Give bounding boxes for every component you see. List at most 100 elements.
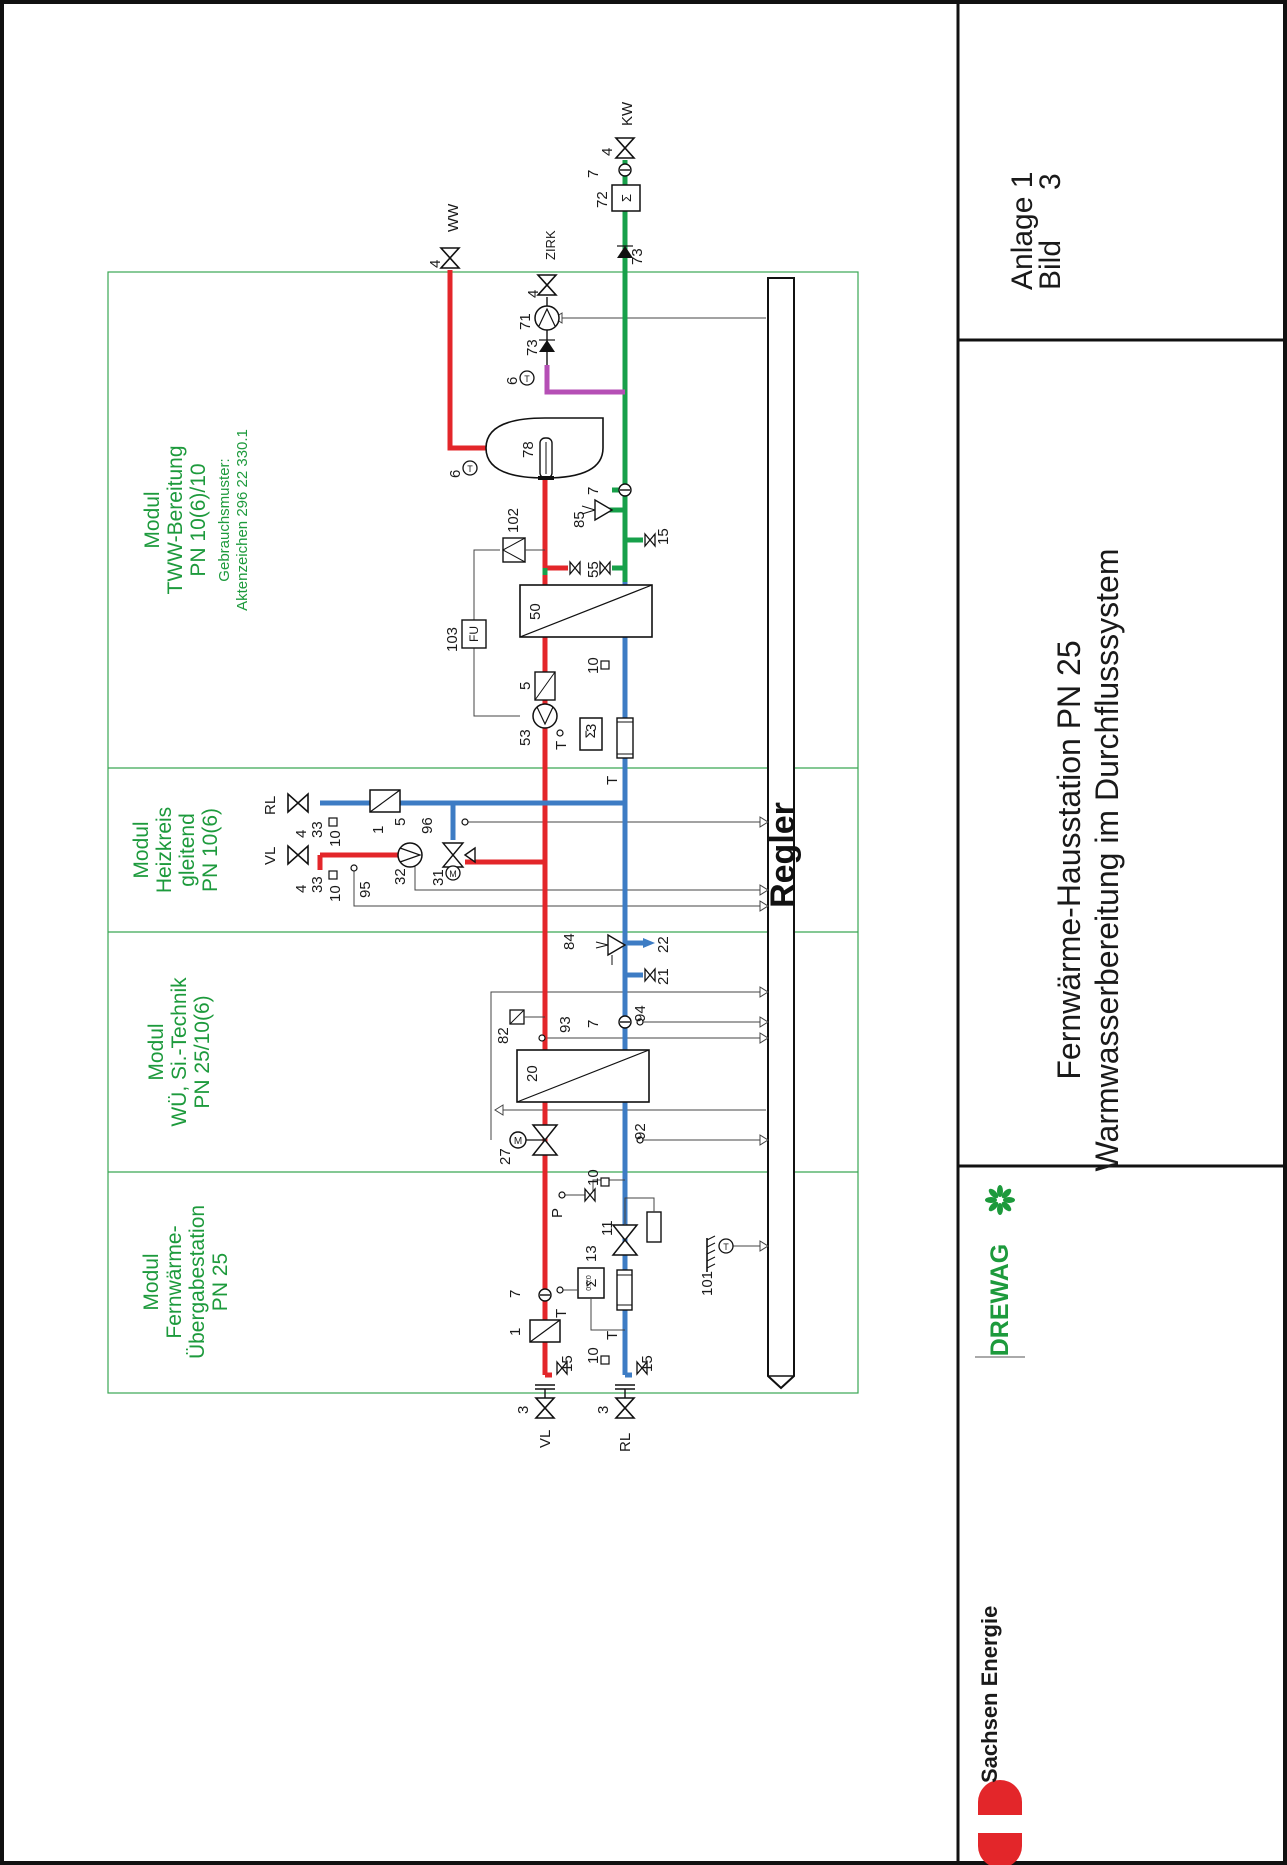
label-95: 95 xyxy=(357,881,374,898)
label-5b: 5 xyxy=(517,682,534,690)
outlet-arrow-22 xyxy=(643,938,655,948)
svg-text:Sachsen Energie: Sachsen Energie xyxy=(977,1606,1002,1783)
label-4a: 4 xyxy=(293,885,310,893)
main-title: Fernwärme-Hausstation PN 25 xyxy=(1051,640,1087,1079)
module-label-fernwaerme: Modul Fernwärme- Übergabestation PN 25 xyxy=(140,1205,232,1359)
label-5a: 5 xyxy=(392,818,409,826)
svg-text:T: T xyxy=(467,464,473,474)
gauge-7b xyxy=(618,1015,632,1029)
label-6a: 6 xyxy=(447,470,464,478)
label-94: 94 xyxy=(632,1005,649,1022)
label-55: 55 xyxy=(585,561,602,578)
svg-text:PN 25: PN 25 xyxy=(209,1253,232,1311)
svg-text:0.0.0: 0.0.0 xyxy=(586,1275,593,1291)
label-pv: P xyxy=(549,1208,566,1218)
drain-valve-21 xyxy=(644,968,656,982)
drewag-sun-icon xyxy=(985,1185,1015,1215)
signal-lines xyxy=(353,317,766,1247)
vent-10-tww xyxy=(600,660,610,670)
label-7b: 7 xyxy=(585,1020,602,1028)
module-label-wue: Modul WÜ, Si.-Technik PN 25/10(6) xyxy=(145,977,214,1127)
gauge-7d xyxy=(618,163,632,177)
label-tr: T xyxy=(604,1331,621,1340)
label-13: 13 xyxy=(583,1245,600,1262)
label-78: 78 xyxy=(520,441,537,458)
label-22: 22 xyxy=(655,936,672,953)
svg-text:Fernwärme-: Fernwärme- xyxy=(163,1225,186,1338)
valve-55 xyxy=(569,561,581,575)
vent-10-lower xyxy=(600,1355,610,1365)
svg-text:DREWAG: DREWAG xyxy=(986,1244,1014,1357)
plate-bild-number: 3 xyxy=(1034,173,1067,190)
module-frame xyxy=(107,271,859,1394)
label-32: 32 xyxy=(392,868,409,885)
strainer-1 xyxy=(529,1319,561,1343)
svg-text:Übergabestation: Übergabestation xyxy=(186,1205,209,1359)
label-zirk: ZIRK xyxy=(543,230,558,260)
vent-10b xyxy=(328,817,338,827)
label-50: 50 xyxy=(527,603,544,620)
label-11: 11 xyxy=(599,1220,616,1236)
svg-text:T: T xyxy=(723,1242,729,1252)
sensor-points xyxy=(350,729,644,1294)
sachsen-energie-mark-icon xyxy=(978,1780,1022,1865)
svg-text:Aktenzeichen 296 22 330.1: Aktenzeichen 296 22 330.1 xyxy=(234,429,251,611)
label-10e: 10 xyxy=(585,657,602,674)
sub-title: Warmwasserbereitung im Durchflusssystem xyxy=(1089,549,1125,1172)
label-73a: 73 xyxy=(524,339,541,356)
label-kw: KW xyxy=(619,101,636,126)
label-ww: WW xyxy=(445,203,462,232)
label-1a: 1 xyxy=(507,1328,524,1336)
label-20: 20 xyxy=(524,1065,541,1082)
label-15a: 15 xyxy=(559,1355,576,1372)
module-label-tww: Modul TWW-Bereitung PN 10(6)/10 Gebrauch… xyxy=(141,429,251,611)
label-4c: 4 xyxy=(525,290,542,298)
label-tv: T xyxy=(553,1309,570,1318)
label-27: 27 xyxy=(497,1148,514,1165)
storage-tank-78 xyxy=(485,417,604,480)
label-21: 21 xyxy=(655,968,672,985)
safety-valve-84 xyxy=(595,933,627,965)
label-10b: 10 xyxy=(585,1169,602,1186)
kw-valve xyxy=(615,137,635,159)
svg-text:T: T xyxy=(524,374,530,384)
tww-pump-53 xyxy=(532,703,558,729)
shutoff-valve-rl xyxy=(615,1397,635,1419)
svg-text:PN 10(6): PN 10(6) xyxy=(199,808,222,892)
label-10a: 10 xyxy=(585,1347,602,1364)
label-1b: 1 xyxy=(370,826,387,834)
label-rl-heizkreis: RL xyxy=(262,796,279,815)
label-vl: VL xyxy=(537,1430,554,1448)
svg-text:Modul: Modul xyxy=(140,1253,163,1310)
heat-meter-13: 0.0.0 Σ xyxy=(560,1267,633,1331)
label-10c: 10 xyxy=(327,885,344,902)
heating-rl-valve xyxy=(287,793,309,813)
svg-text:PN 25/10(6): PN 25/10(6) xyxy=(191,995,214,1108)
label-85: 85 xyxy=(571,511,588,528)
svg-text:Modul: Modul xyxy=(141,491,164,548)
vent-10-main xyxy=(600,1177,610,1187)
thermometer-6-zirk: T xyxy=(519,370,535,386)
label-82: 82 xyxy=(495,1027,512,1044)
label-53: 53 xyxy=(517,729,534,746)
safety-valve-85 xyxy=(581,498,614,522)
controller-label: Regler xyxy=(764,802,802,908)
label-101: 101 xyxy=(699,1271,716,1296)
label-72: 72 xyxy=(594,191,611,208)
circulation-pipe xyxy=(544,365,625,395)
label-3c: 3 xyxy=(583,724,600,732)
circulation-pump-71 xyxy=(534,297,560,365)
heating-vl-valve xyxy=(287,845,309,865)
svg-text:PN 10(6)/10: PN 10(6)/10 xyxy=(187,463,210,576)
label-6b: 6 xyxy=(504,377,521,385)
label-73b: 73 xyxy=(629,248,646,265)
check-valve-5 xyxy=(534,671,556,701)
label-rl: RL xyxy=(617,1433,634,1452)
svg-text:M: M xyxy=(449,869,457,879)
label-tr2: T xyxy=(604,776,621,785)
label-93: 93 xyxy=(557,1016,574,1033)
svg-text:WÜ, Si.-Technik: WÜ, Si.-Technik xyxy=(168,977,191,1127)
svg-text:Gebrauchsmuster:: Gebrauchsmuster: xyxy=(216,458,233,581)
label-10d: 10 xyxy=(327,830,344,847)
